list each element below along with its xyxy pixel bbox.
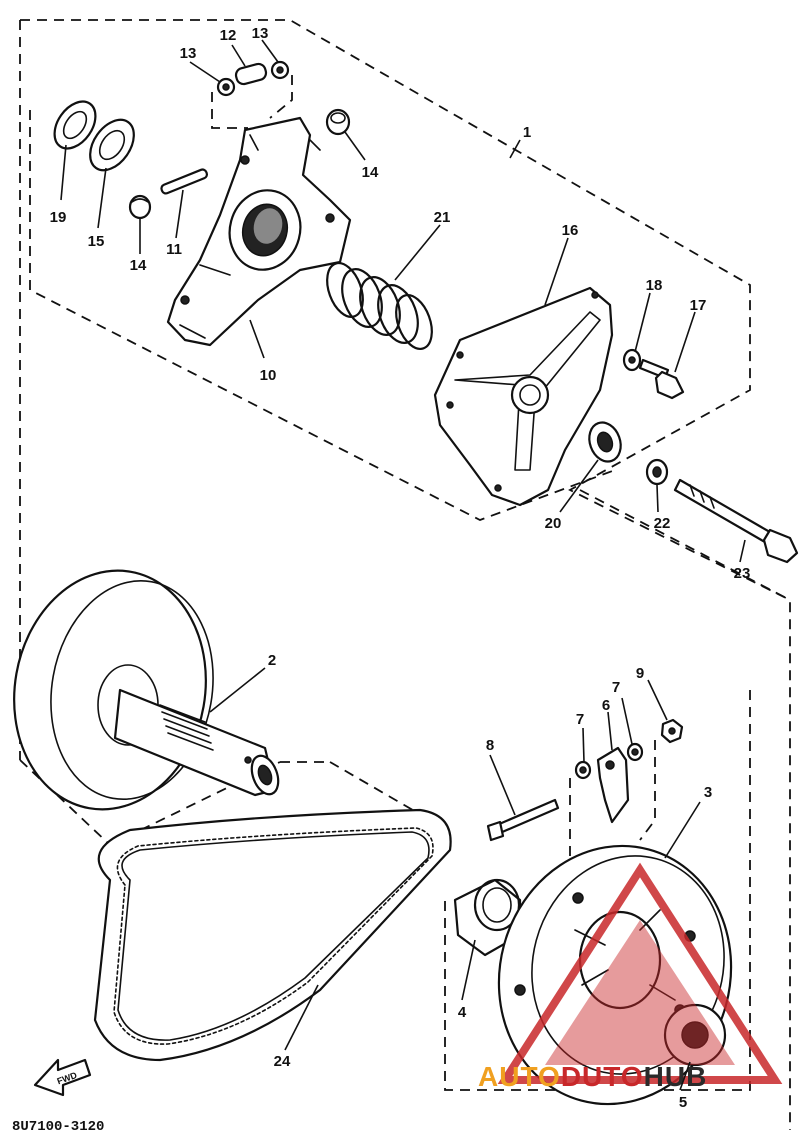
callout-18: 18 <box>646 277 663 294</box>
bushing-4 <box>453 878 522 957</box>
cap-14-right <box>325 108 351 136</box>
washer-19 <box>53 100 97 150</box>
lockwasher-22 <box>645 458 669 486</box>
cap-13-left <box>216 77 236 97</box>
callout-14-right: 14 <box>362 164 379 181</box>
callout-15: 15 <box>88 233 105 250</box>
roller-guide-dash <box>211 92 248 129</box>
callout-19: 19 <box>50 209 67 226</box>
callout-7-right: 7 <box>612 679 620 696</box>
callout-7-left: 7 <box>576 711 584 728</box>
washer-18 <box>622 348 642 372</box>
washer-7-right <box>626 742 644 762</box>
watermark-triangle-icon <box>497 862 783 1084</box>
callout-6: 6 <box>602 697 610 714</box>
callout-13-right: 13 <box>252 25 269 42</box>
callout-5: 5 <box>679 1094 687 1111</box>
callouts: 1 2 3 4 5 6 7 7 8 9 10 11 12 13 13 14 14… <box>50 25 751 1111</box>
leader-lines <box>60 39 746 1091</box>
callout-23: 23 <box>734 565 751 582</box>
assembly-outline-inner <box>29 110 616 521</box>
callout-24: 24 <box>274 1053 291 1070</box>
weight-6 <box>596 746 630 824</box>
callout-8: 8 <box>486 737 494 754</box>
roller-guide-dash-2 <box>269 75 293 119</box>
weight-guide-dash-2 <box>639 740 656 841</box>
callout-11: 11 <box>166 241 182 258</box>
spring-21 <box>326 262 433 350</box>
washer-20 <box>588 421 622 463</box>
spider-10 <box>166 116 352 347</box>
callout-4: 4 <box>458 1004 467 1021</box>
bolt-23 <box>673 478 799 564</box>
boss-5 <box>663 1003 727 1067</box>
watermark-logo <box>497 862 783 1084</box>
callout-17: 17 <box>690 297 707 314</box>
nut-9 <box>660 718 684 744</box>
callout-14-left: 14 <box>130 257 147 274</box>
roller-12 <box>234 62 268 86</box>
cap-13-right <box>270 60 290 80</box>
callout-9: 9 <box>636 665 644 682</box>
callout-3: 3 <box>704 784 712 801</box>
callout-12: 12 <box>220 27 237 44</box>
bolt-17 <box>638 358 685 400</box>
cap-14-left <box>128 194 152 220</box>
callout-21: 21 <box>434 209 451 226</box>
belt-24 <box>93 808 452 1062</box>
cover-16 <box>433 286 614 507</box>
callout-1: 1 <box>523 124 531 141</box>
bolt-8 <box>486 798 560 842</box>
callout-20: 20 <box>545 515 562 532</box>
callout-10: 10 <box>260 367 277 384</box>
washer-15 <box>89 118 135 172</box>
drawing-code: 8U7100-3120 <box>12 1119 104 1135</box>
callout-22: 22 <box>654 515 671 532</box>
watermark-text: AUTODUTOHUB <box>478 1061 707 1092</box>
sheave-2 <box>13 569 280 811</box>
washer-7-left <box>574 760 592 780</box>
callout-13-left: 13 <box>180 45 197 62</box>
callout-2: 2 <box>268 652 276 669</box>
pin-11 <box>160 168 209 195</box>
callout-16: 16 <box>562 222 579 239</box>
forward-arrow-icon: FWD <box>33 1058 92 1097</box>
